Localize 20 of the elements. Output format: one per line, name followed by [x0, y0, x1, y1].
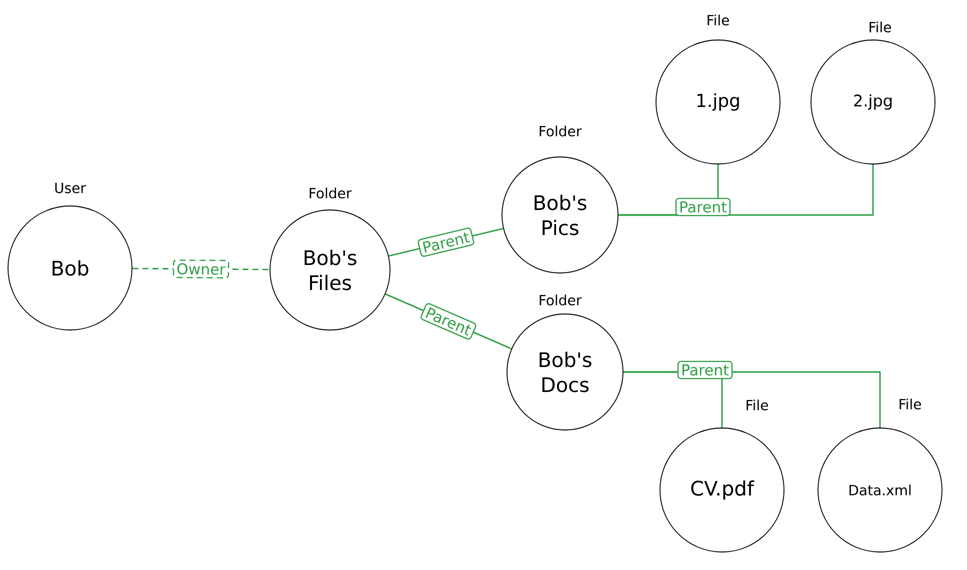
circle-node: Data.xml: [818, 428, 942, 552]
circle-node: Bob's Files: [270, 210, 390, 330]
type-label: Folder: [310, 188, 352, 198]
edge-label: Parent: [418, 228, 474, 257]
circle-node: Bob: [8, 206, 132, 330]
circle-node: 1.jpg: [656, 40, 780, 164]
edge-label: Parent: [677, 360, 733, 380]
type-label: Folder: [540, 126, 582, 136]
edge-label: Owner: [172, 260, 230, 278]
type-label: File: [708, 14, 729, 26]
edge-label: Parent: [675, 198, 731, 216]
type-label: File: [900, 398, 921, 410]
type-label: File: [870, 22, 891, 32]
circle-node: Bob's Pics: [502, 156, 618, 274]
circle-node: CV.pdf: [660, 428, 784, 552]
circle-node: Bob's Docs: [506, 314, 624, 430]
type-label: Folder: [540, 294, 582, 306]
type-label: User: [55, 182, 86, 194]
circle-node: 2.jpg: [810, 40, 936, 164]
type-label: File: [746, 400, 768, 410]
